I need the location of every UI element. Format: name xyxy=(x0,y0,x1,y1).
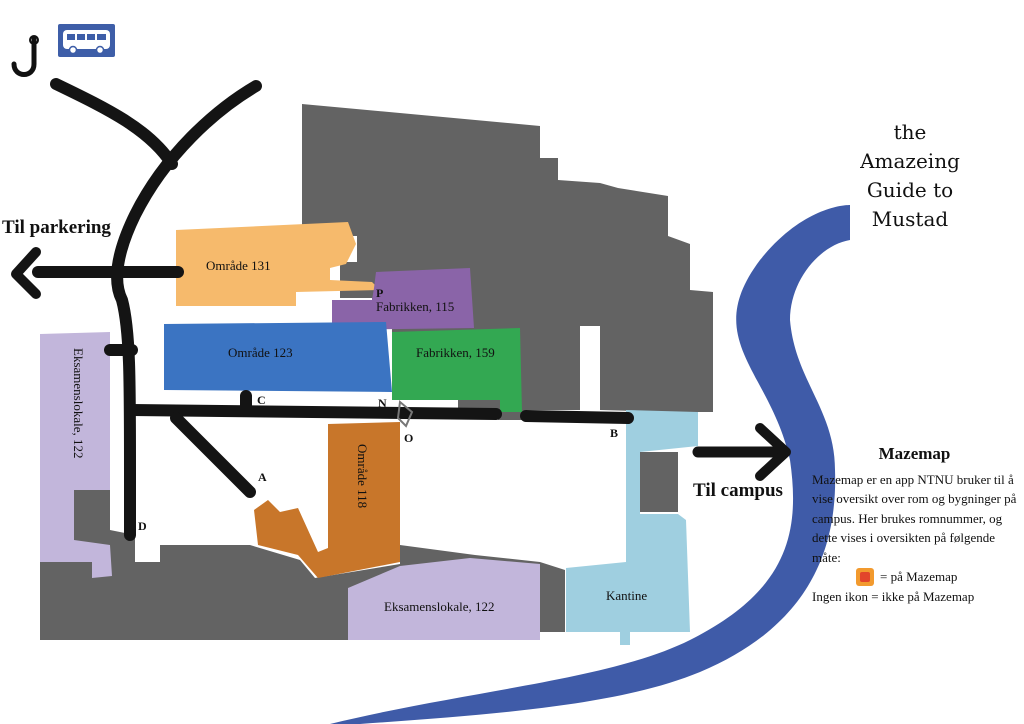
title-line-4: Mustad xyxy=(871,207,949,231)
mazemap-legend: Mazemap Mazemap er en app NTNU bruker ti… xyxy=(812,444,1017,606)
label-omrade123: Område 123 xyxy=(228,345,293,360)
guide-title: the Amazeing Guide to Mustad xyxy=(850,118,970,234)
label-eksamen122-left: Eksamenslokale, 122 xyxy=(71,348,86,458)
area-fabrikken115[interactable] xyxy=(332,268,474,330)
area-eksamen122-left[interactable] xyxy=(40,332,112,578)
label-fabrikken115: Fabrikken, 115 xyxy=(376,299,454,314)
mazemap-icon-row: = på Mazemap xyxy=(812,567,1017,587)
mazemap-icon xyxy=(856,567,874,586)
point-d: D xyxy=(138,519,147,533)
mazemap-icon-meaning: = på Mazemap xyxy=(880,569,958,584)
area-kantine[interactable] xyxy=(566,410,698,645)
hook-icon xyxy=(11,35,39,77)
title-line-2: Amazeing xyxy=(860,149,960,173)
area-omrade118[interactable] xyxy=(254,422,400,578)
mazemap-no-icon-meaning: Ingen ikon = ikke på Mazemap xyxy=(812,588,975,604)
point-b: B xyxy=(610,426,618,440)
mazemap-heading: Mazemap xyxy=(878,444,951,463)
area-omrade131[interactable] xyxy=(176,222,380,306)
mazemap-description: Mazemap er en app NTNU bruker til å vise… xyxy=(812,471,1017,565)
label-omrade131: Område 131 xyxy=(206,258,271,273)
point-n: N xyxy=(378,396,387,410)
label-til-campus: Til campus xyxy=(693,480,783,501)
label-fabrikken159: Fabrikken, 159 xyxy=(416,345,495,360)
point-a: A xyxy=(258,470,267,484)
area-omrade123[interactable] xyxy=(164,322,392,392)
title-line-3: Guide to xyxy=(866,178,954,202)
point-p: P xyxy=(376,286,383,300)
area-eksamen122-bottom[interactable] xyxy=(348,558,540,640)
point-o: O xyxy=(404,431,413,445)
area-fabrikken159[interactable] xyxy=(392,328,522,412)
east-block xyxy=(640,452,678,512)
label-kantine: Kantine xyxy=(606,588,647,603)
river xyxy=(330,205,850,724)
bus-icon xyxy=(58,24,115,57)
point-c: C xyxy=(257,393,266,407)
label-til-parkering: Til parkering xyxy=(2,217,111,238)
title-line-1: the xyxy=(893,120,927,144)
roads xyxy=(11,78,791,541)
gate-marker xyxy=(396,400,414,428)
label-omrade118: Område 118 xyxy=(355,444,370,508)
label-eksamen122-bottom: Eksamenslokale, 122 xyxy=(384,599,494,614)
